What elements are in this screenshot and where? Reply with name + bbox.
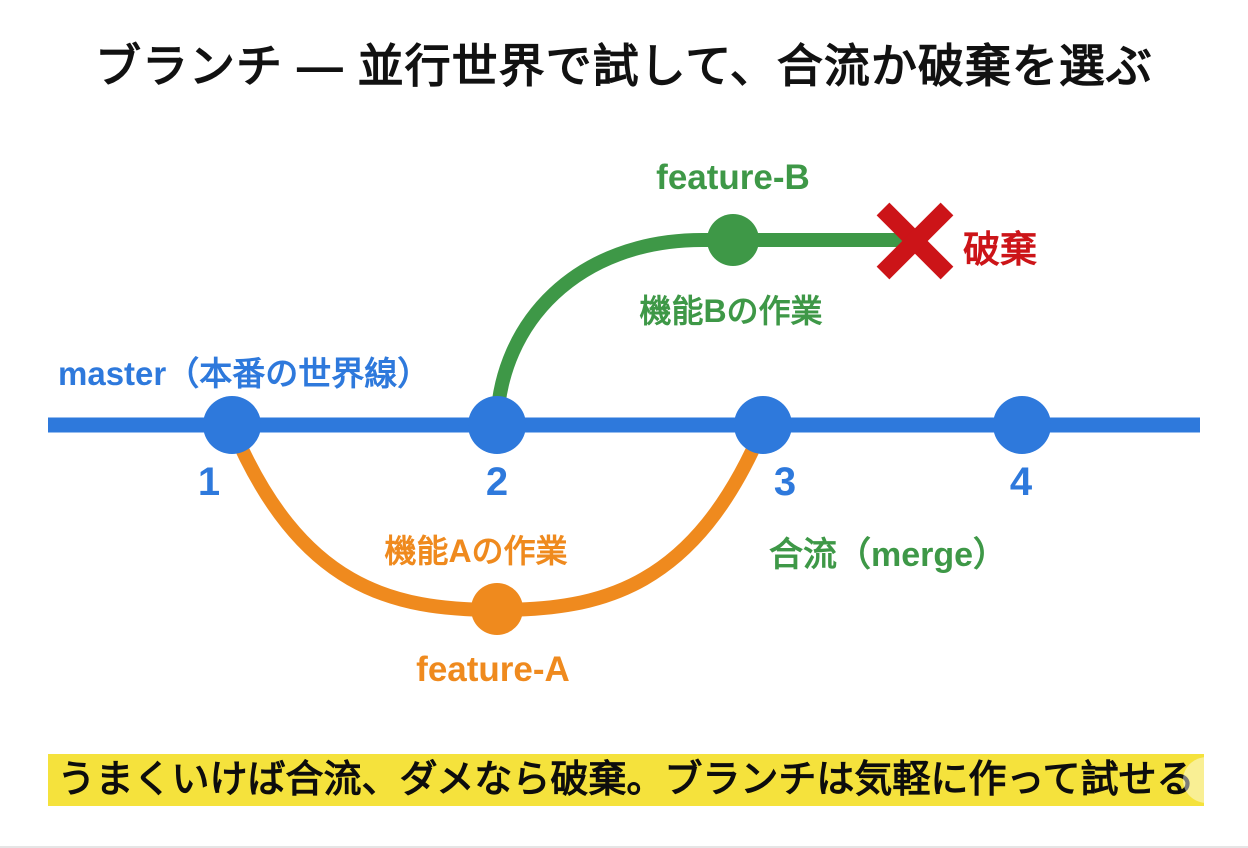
merge-label: 合流（merge） xyxy=(768,536,1008,574)
master-node-2 xyxy=(468,396,526,454)
bottom-edge-line xyxy=(0,846,1248,848)
feature-a-commit-node xyxy=(471,583,523,635)
master-branch-label: master（本番の世界線） xyxy=(58,355,431,392)
master-node-4 xyxy=(993,396,1051,454)
discard-label: 破棄 xyxy=(963,229,1037,270)
feature-a-branch-line xyxy=(225,420,770,618)
master-node-3 xyxy=(734,396,792,454)
feature-b-commit-node xyxy=(707,214,759,266)
feature-a-work-label: 機能Aの作業 xyxy=(384,533,568,569)
feature-b-branch-label: feature-B xyxy=(656,158,810,197)
commit-number-4: 4 xyxy=(1009,460,1033,504)
slide-title: ブランチ — 並行世界で試して、合流か破棄を選ぶ xyxy=(95,40,1153,92)
commit-number-2: 2 xyxy=(485,460,509,504)
master-node-1 xyxy=(203,396,261,454)
feature-a-branch-label: feature-A xyxy=(416,650,570,689)
commit-number-3: 3 xyxy=(773,460,797,504)
commit-number-1: 1 xyxy=(197,460,221,504)
summary-banner: うまくいけば合流、ダメなら破棄。ブランチは気軽に作って試せる xyxy=(48,754,1204,806)
discard-x-icon xyxy=(876,202,954,280)
feature-b-work-label: 機能Bの作業 xyxy=(639,293,823,329)
feature-b-branch-line xyxy=(490,233,905,430)
